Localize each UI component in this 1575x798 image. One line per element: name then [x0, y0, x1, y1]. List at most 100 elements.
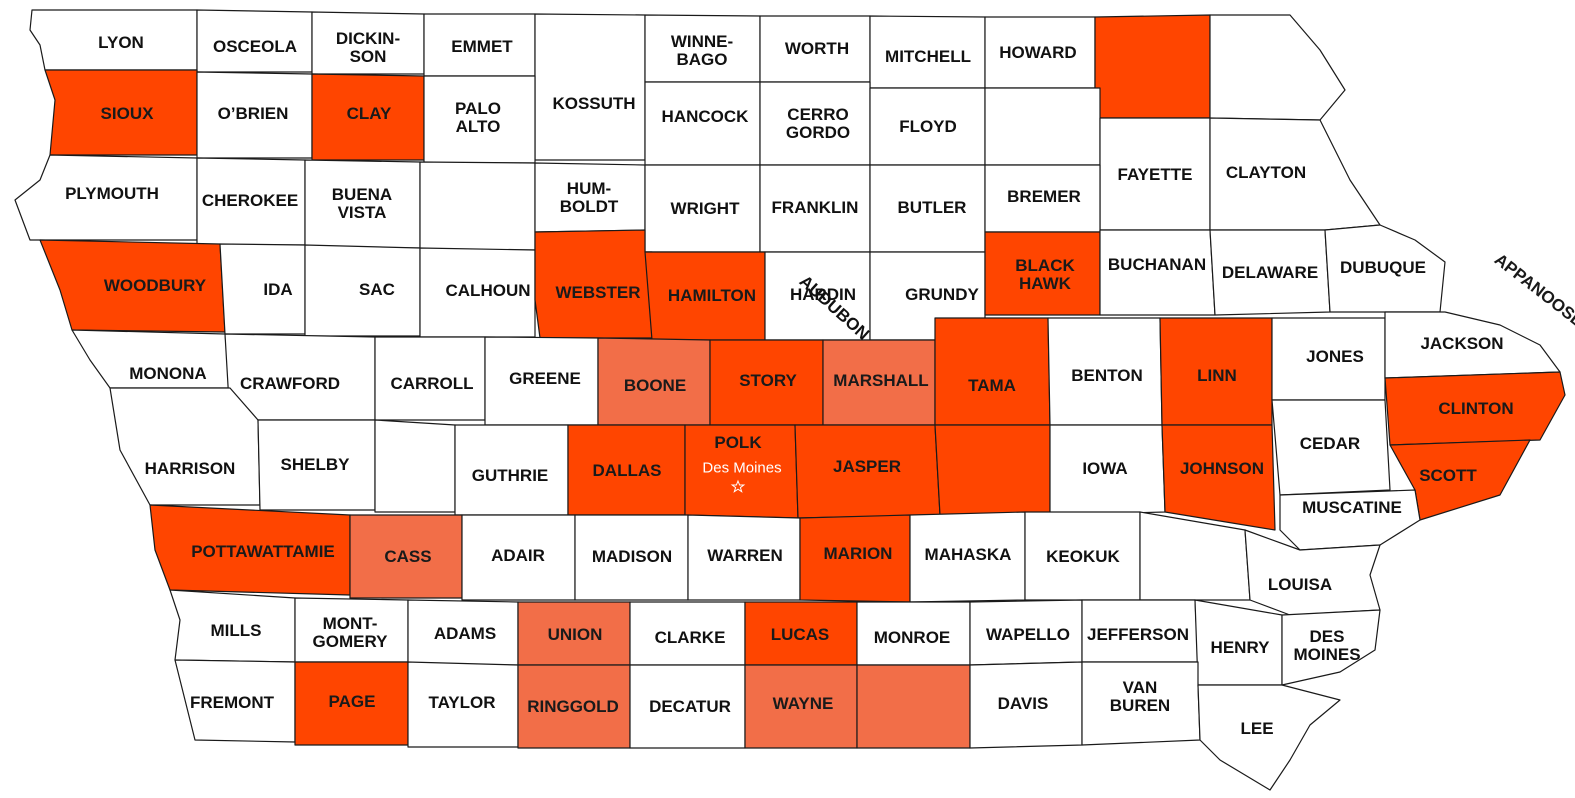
county-label-line: ALTO	[456, 117, 501, 136]
county-label-louisa: LOUISA	[1268, 575, 1332, 594]
county-label-scott: SCOTT	[1419, 466, 1477, 485]
county-label-line: CLAY	[347, 104, 392, 123]
county-label-line: FLOYD	[899, 117, 957, 136]
county-label-monona: MONONA	[129, 364, 206, 383]
county-label-lucas: LUCAS	[771, 625, 830, 644]
county-label-adair: ADAIR	[491, 546, 545, 565]
county-label-adams: ADAMS	[434, 624, 496, 643]
county-label-line: SON	[350, 47, 387, 66]
county-pocahontas	[419, 161, 536, 251]
county-label-line: POLK	[714, 433, 762, 452]
county-label-winnebago: WINNE-BAGO	[671, 32, 733, 69]
county-appanoose	[856, 664, 971, 749]
county-label-line: DELAWARE	[1222, 263, 1318, 282]
county-label-story: STORY	[739, 371, 797, 390]
capital-marker: Des Moines	[702, 460, 782, 493]
county-label-line: LUCAS	[771, 625, 830, 644]
county-label-dallas: DALLAS	[593, 461, 662, 480]
county-label-line: VAN	[1123, 678, 1158, 697]
county-label-line: MARSHALL	[833, 371, 928, 390]
county-label-line: MAHASKA	[925, 545, 1012, 564]
county-audubon	[374, 419, 456, 513]
county-label-line: FREMONT	[190, 693, 275, 712]
county-label-line: HAWK	[1019, 274, 1072, 293]
county-label-line: WEBSTER	[556, 283, 641, 302]
county-label-benton: BENTON	[1071, 366, 1142, 385]
county-label-pottawattamie: POTTAWATTAMIE	[191, 542, 335, 561]
county-label-humboldt: HUM-BOLDT	[560, 179, 619, 216]
county-label-line: TAYLOR	[428, 693, 495, 712]
county-label-howard: HOWARD	[999, 43, 1076, 62]
county-label-line: KEOKUK	[1046, 547, 1120, 566]
county-cedar	[1271, 399, 1391, 496]
county-label-floyd: FLOYD	[899, 117, 957, 136]
county-label-line: CERRO	[787, 105, 848, 124]
county-tama	[934, 317, 1051, 426]
county-label-marshall: MARSHALL	[833, 371, 928, 390]
county-clinton	[1384, 371, 1566, 446]
county-label-keokuk: KEOKUK	[1046, 547, 1120, 566]
counties-layer	[14, 9, 1566, 791]
county-label-line: BREMER	[1007, 187, 1081, 206]
county-label-line: MADISON	[592, 547, 672, 566]
county-label-line: WARREN	[707, 546, 783, 565]
county-label-line: PAGE	[329, 692, 376, 711]
county-label-jones: JONES	[1306, 347, 1364, 366]
county-label-linn: LINN	[1197, 366, 1237, 385]
county-label-line: WRIGHT	[671, 199, 741, 218]
county-label-line: JONES	[1306, 347, 1364, 366]
county-label-line: ADAIR	[491, 546, 545, 565]
county-label-harrison: HARRISON	[145, 459, 236, 478]
county-label-grundy: GRUNDY	[905, 285, 979, 304]
county-scott	[1389, 439, 1531, 521]
county-label-davis: DAVIS	[998, 694, 1049, 713]
county-label-line: BUTLER	[898, 198, 967, 217]
county-label-carroll: CARROLL	[390, 374, 473, 393]
county-label-line: DUBUQUE	[1340, 258, 1426, 277]
county-label-line: MONONA	[129, 364, 206, 383]
county-label-line: WAYNE	[773, 694, 834, 713]
county-label-clayton: CLAYTON	[1226, 163, 1306, 182]
county-label-line: POTTAWATTAMIE	[191, 542, 335, 561]
county-chickasaw	[984, 87, 1101, 166]
county-label-line: KOSSUTH	[552, 94, 635, 113]
county-label-jasper: JASPER	[833, 457, 901, 476]
county-label-tama: TAMA	[968, 376, 1016, 395]
county-label-hamilton: HAMILTON	[668, 286, 756, 305]
county-label-line: FRANKLIN	[772, 198, 859, 217]
county-label-dickinson: DICKIN-SON	[336, 29, 400, 66]
county-label-line: MARION	[824, 544, 893, 563]
county-label-line: HARRISON	[145, 459, 236, 478]
county-label-warren: WARREN	[707, 546, 783, 565]
county-label-line: WORTH	[785, 39, 849, 58]
county-label-line: IDA	[263, 280, 292, 299]
county-label-crawford: CRAWFORD	[240, 374, 340, 393]
county-label-emmet: EMMET	[451, 37, 513, 56]
county-label-polk: POLK	[714, 433, 762, 452]
county-label-line: LYON	[98, 33, 144, 52]
county-label-line: BOLDT	[560, 197, 619, 216]
star-icon	[730, 479, 746, 493]
county-label-line: CARROLL	[390, 374, 473, 393]
county-label-shelby: SHELBY	[281, 455, 351, 474]
county-label-line: HUM-	[567, 179, 611, 198]
county-label-page: PAGE	[329, 692, 376, 711]
county-label-line: BAGO	[677, 50, 728, 69]
county-dubuque	[1324, 224, 1446, 313]
county-label-line: O’BRIEN	[218, 104, 289, 123]
county-label-line: GORDO	[786, 123, 850, 142]
county-label-sioux: SIOUX	[101, 104, 155, 123]
county-label-monroe: MONROE	[874, 628, 951, 647]
county-label-line: CLARKE	[655, 628, 726, 647]
county-label-line: WAPELLO	[986, 625, 1070, 644]
county-label-wright: WRIGHT	[671, 199, 741, 218]
county-label-johnson: JOHNSON	[1180, 459, 1264, 478]
county-label-line: SHELBY	[281, 455, 351, 474]
county-label-buchanan: BUCHANAN	[1108, 255, 1206, 274]
county-label-line: HOWARD	[999, 43, 1076, 62]
county-label-line: ADAMS	[434, 624, 496, 643]
county-label-clay: CLAY	[347, 104, 392, 123]
